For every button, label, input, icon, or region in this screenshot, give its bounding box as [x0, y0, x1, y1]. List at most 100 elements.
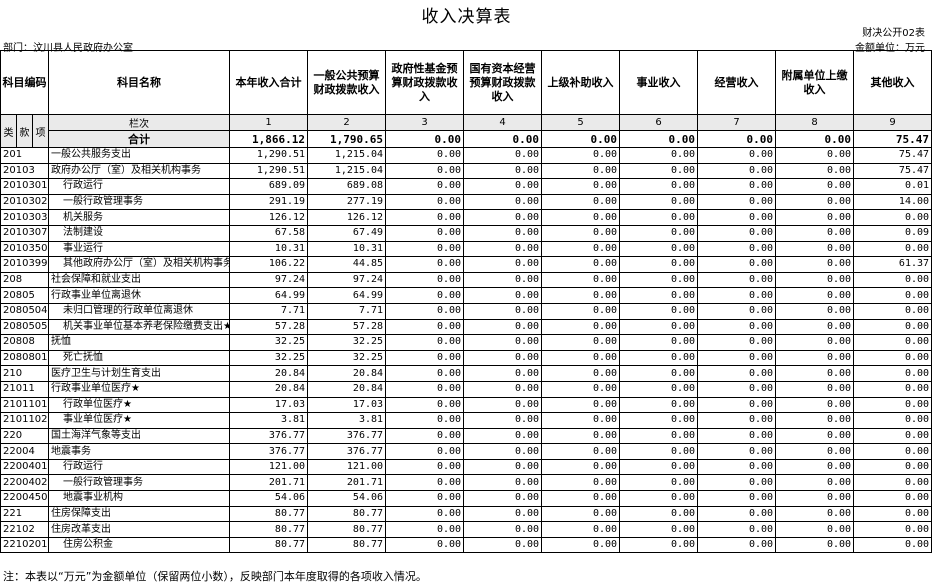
amount-cell: 291.19	[229, 193, 309, 211]
amount-cell: 0.00	[463, 193, 543, 211]
amount-cell: 0.00	[541, 427, 621, 445]
amount-cell: 67.49	[307, 224, 387, 242]
amount-cell: 0.00	[775, 443, 855, 460]
amount-cell: 0.00	[463, 349, 543, 367]
amount-cell: 0.00	[697, 505, 777, 523]
amount-cell: 0.00	[385, 412, 465, 429]
total-value: 0.00	[463, 130, 543, 148]
subject-name-cell: 机关事业单位基本养老保险缴费支出★	[48, 318, 231, 336]
amount-cell: 0.00	[853, 458, 933, 476]
amount-cell: 0.00	[853, 209, 933, 226]
amount-cell: 0.00	[541, 443, 621, 460]
amount-cell: 0.00	[619, 443, 699, 460]
amount-cell: 0.00	[541, 193, 621, 211]
amount-cell: 0.00	[541, 334, 621, 351]
amount-cell: 0.00	[385, 505, 465, 523]
amount-cell: 0.00	[541, 162, 621, 180]
amount-cell: 0.00	[541, 474, 621, 492]
header-operating: 经营收入	[697, 50, 777, 115]
amount-cell: 0.00	[697, 536, 777, 554]
subject-name-cell: 住房公积金	[48, 536, 231, 554]
department-label: 部门：汶川县人民政府办公室	[3, 43, 133, 54]
lan-number: 4	[463, 114, 543, 131]
subject-name-cell: 一般行政管理事务	[48, 474, 231, 492]
footnote: 注：本表以“万元”为金额单位（保留两位小数），反映部门本年度取得的各项收入情况。	[3, 570, 427, 583]
amount-cell: 689.09	[229, 178, 309, 195]
amount-cell: 0.00	[775, 349, 855, 367]
amount-cell: 32.25	[307, 349, 387, 367]
amount-cell: 80.77	[229, 536, 309, 554]
total-label: 合计	[48, 130, 231, 148]
amount-cell: 54.06	[229, 490, 309, 507]
amount-cell: 126.12	[307, 209, 387, 226]
amount-cell: 80.77	[229, 505, 309, 523]
amount-cell: 0.00	[775, 536, 855, 554]
amount-cell: 376.77	[307, 443, 387, 460]
amount-cell: 0.00	[853, 396, 933, 414]
subject-code-cell: 22004	[0, 443, 50, 460]
amount-cell: 0.00	[541, 318, 621, 336]
amount-cell: 0.00	[463, 521, 543, 538]
amount-cell: 0.00	[463, 490, 543, 507]
amount-cell: 0.00	[463, 474, 543, 492]
total-value: 0.00	[619, 130, 699, 148]
subject-name-cell: 事业单位医疗★	[48, 412, 231, 429]
subject-name-cell: 行政运行	[48, 458, 231, 476]
amount-cell: 0.00	[385, 240, 465, 258]
amount-cell: 0.00	[619, 271, 699, 289]
amount-cell: 0.00	[541, 490, 621, 507]
amount-cell: 0.00	[463, 396, 543, 414]
amount-cell: 0.00	[853, 349, 933, 367]
subject-code-cell: 2101102	[0, 412, 50, 429]
amount-cell: 0.00	[697, 458, 777, 476]
amount-cell: 0.00	[853, 334, 933, 351]
amount-cell: 0.00	[697, 443, 777, 460]
amount-cell: 32.25	[229, 334, 309, 351]
amount-cell: 10.31	[307, 240, 387, 258]
subject-name-cell: 一般公共服务支出	[48, 147, 231, 164]
amount-cell: 0.00	[463, 224, 543, 242]
subject-code-cell: 2080505	[0, 318, 50, 336]
amount-cell: 0.00	[385, 224, 465, 242]
amount-cell: 14.00	[853, 193, 933, 211]
subject-name-cell: 社会保障和就业支出	[48, 271, 231, 289]
amount-cell: 0.00	[697, 287, 777, 304]
amount-cell: 0.00	[463, 302, 543, 320]
amount-cell: 106.22	[229, 256, 309, 273]
amount-cell: 376.77	[229, 427, 309, 445]
amount-cell: 0.00	[853, 443, 933, 460]
subject-code-cell: 2101101	[0, 396, 50, 414]
amount-cell: 0.00	[619, 536, 699, 554]
total-value: 75.47	[853, 130, 933, 148]
amount-cell: 0.00	[697, 365, 777, 382]
amount-cell: 0.00	[385, 162, 465, 180]
amount-cell: 0.00	[775, 334, 855, 351]
amount-cell: 0.00	[385, 474, 465, 492]
amount-cell: 0.00	[775, 240, 855, 258]
amount-cell: 17.03	[229, 396, 309, 414]
amount-cell: 0.00	[697, 412, 777, 429]
amount-cell: 1,290.51	[229, 162, 309, 180]
amount-cell: 0.00	[775, 224, 855, 242]
amount-cell: 0.00	[775, 427, 855, 445]
amount-cell: 0.00	[541, 412, 621, 429]
amount-cell: 0.00	[385, 458, 465, 476]
amount-cell: 0.00	[619, 178, 699, 195]
amount-cell: 0.00	[775, 396, 855, 414]
subject-code-cell: 2080504	[0, 302, 50, 320]
subject-name-cell: 抚恤	[48, 334, 231, 351]
subject-name-cell: 政府办公厅（室）及相关机构事务	[48, 162, 231, 180]
header-subject-name: 科目名称	[48, 50, 231, 115]
amount-cell: 0.00	[463, 505, 543, 523]
amount-cell: 0.00	[463, 178, 543, 195]
amount-cell: 0.00	[853, 427, 933, 445]
